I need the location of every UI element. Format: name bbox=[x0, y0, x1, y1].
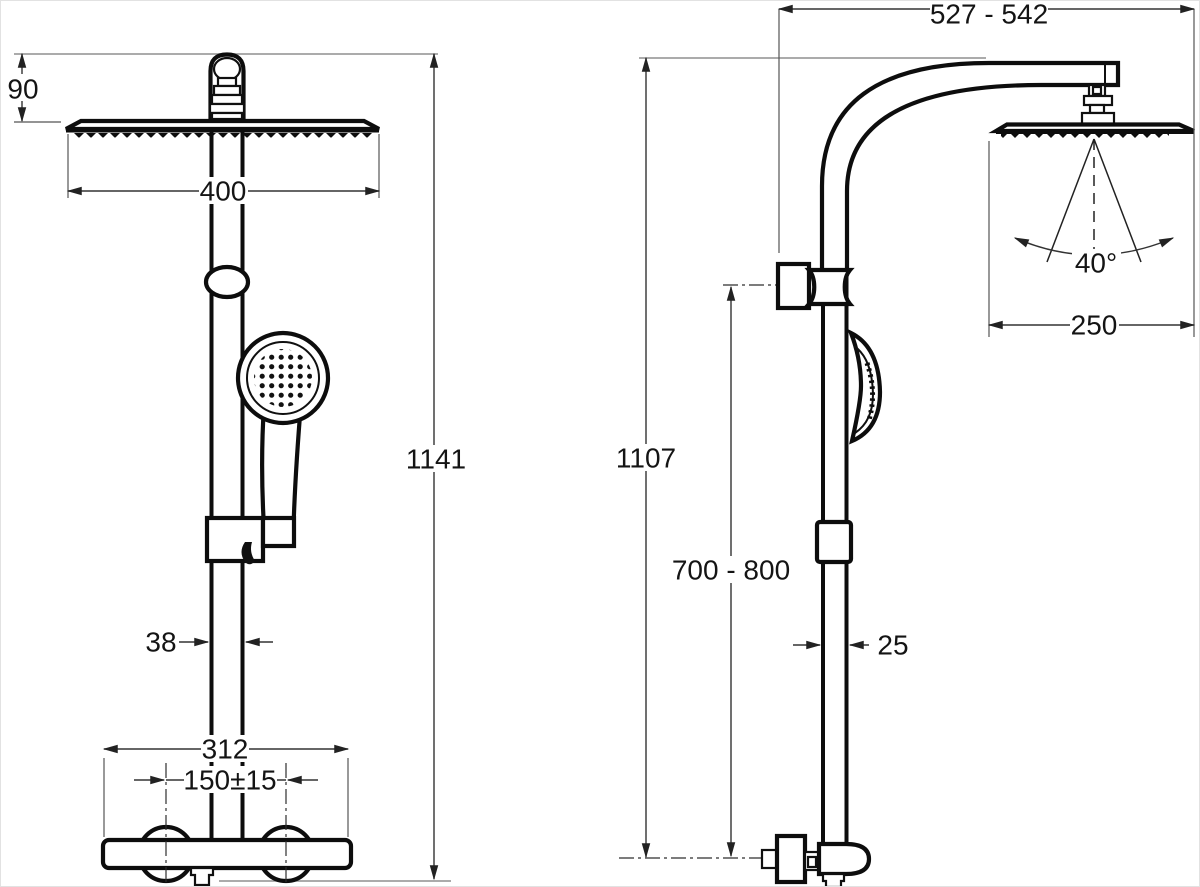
slider-ring-front bbox=[203, 264, 251, 300]
mixer-knob-side bbox=[774, 833, 808, 885]
dim-label-arm-projection: 527 - 542 bbox=[930, 1, 1048, 30]
mixer-outlet-side bbox=[821, 872, 846, 886]
dimension-head-width: 400 bbox=[66, 134, 381, 207]
side-view: 40° 527 - 542 1 bbox=[615, 1, 1196, 886]
dim-label-supply-spacing: 150±15 bbox=[183, 765, 276, 796]
dim-label-head-depth: 250 bbox=[1071, 310, 1118, 341]
wall-bracket-side bbox=[775, 261, 855, 311]
head-connector-side bbox=[1080, 83, 1116, 126]
dim-label-rail-width: 38 bbox=[145, 627, 176, 658]
dimension-mixer-width: 312 bbox=[102, 734, 350, 837]
dim-label-mixer-width: 312 bbox=[202, 734, 249, 765]
dim-label-overall-height: 1141 bbox=[406, 444, 466, 475]
mixer-valve-side bbox=[760, 833, 872, 886]
hand-shower-face-nozzles bbox=[254, 349, 312, 407]
dimension-head-offset: 90 bbox=[5, 52, 41, 123]
dim-label-tube-width: 25 bbox=[877, 630, 908, 661]
dim-label-spray-angle: 40° bbox=[1075, 248, 1117, 279]
dim-label-install-height: 700 - 800 bbox=[672, 555, 790, 586]
dimension-head-depth: 250 bbox=[987, 141, 1196, 341]
dimension-arm-projection: 527 - 542 bbox=[777, 1, 1196, 337]
mixer-body-front bbox=[100, 837, 354, 871]
shower-arm-side bbox=[819, 60, 1121, 276]
spray-cone: 40° bbox=[1013, 138, 1175, 279]
shower-column-pipe-front bbox=[209, 129, 245, 840]
mixer-body-side bbox=[816, 841, 872, 877]
hand-shower-side bbox=[847, 328, 883, 445]
dimension-supply-spacing: 150±15 bbox=[134, 763, 318, 885]
hand-shower-holder-front bbox=[204, 515, 297, 565]
front-view: 90 400 1141 38 312 bbox=[5, 52, 468, 886]
dimension-overall-height: 1141 bbox=[405, 52, 468, 881]
dimension-tube-width: 25 bbox=[793, 630, 909, 661]
overhead-shower-head-front bbox=[65, 118, 380, 138]
dimension-column-height: 1107 bbox=[615, 56, 678, 859]
spray-nozzle-serration bbox=[73, 132, 373, 138]
dimension-rail-width: 38 bbox=[145, 627, 273, 658]
dim-label-head-offset: 90 bbox=[7, 74, 38, 105]
mixer-valve-front bbox=[100, 824, 354, 886]
hose-hook bbox=[241, 542, 255, 565]
spray-nozzle-serration-side bbox=[1001, 133, 1169, 139]
mixer-outlet-front bbox=[189, 866, 215, 886]
hand-shower-front bbox=[235, 330, 331, 547]
slider-clamp-side bbox=[814, 519, 854, 565]
head-connector-front bbox=[208, 52, 246, 123]
overhead-shower-head-side bbox=[988, 122, 1195, 139]
dim-label-column-height: 1107 bbox=[616, 443, 676, 474]
dim-label-head-width: 400 bbox=[200, 176, 247, 207]
dimension-install-height: 700 - 800 bbox=[672, 285, 790, 858]
